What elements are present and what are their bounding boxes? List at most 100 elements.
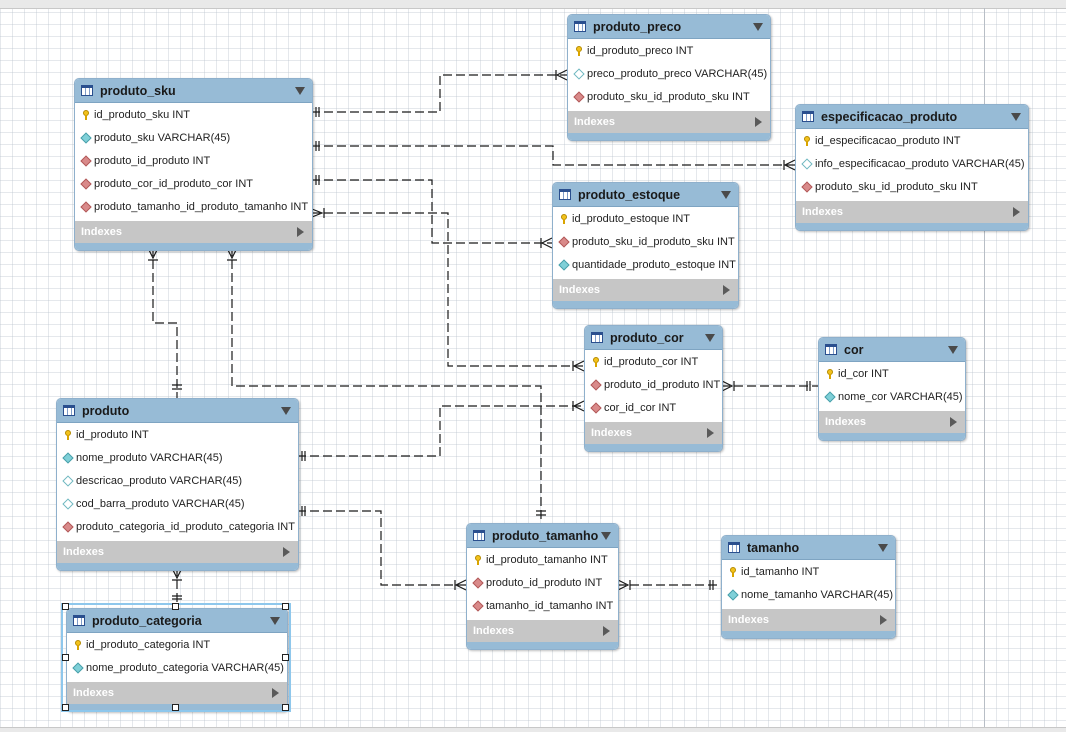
collapse-arrow-icon[interactable] [281,407,291,415]
column-row[interactable]: produto_sku VARCHAR(45) [75,126,312,149]
rel-produto-cor-line [297,405,584,457]
indexes-section[interactable]: Indexes [819,411,965,433]
many-marker [783,159,796,171]
table-produto_tamanho[interactable]: produto_tamanho id_produto_tamanho INT p… [466,523,619,650]
column-row[interactable]: produto_id_produto INT [467,571,618,594]
table-header[interactable]: produto [57,399,298,423]
collapse-arrow-icon[interactable] [753,23,763,31]
column-row[interactable]: cor_id_cor INT [585,396,722,419]
foreign-key-icon [79,154,92,167]
expand-arrow-icon[interactable] [603,626,610,636]
table-produto_cor[interactable]: produto_cor id_produto_cor INT produto_i… [584,325,723,452]
column-row[interactable]: quantidade_produto_estoque INT [553,253,738,276]
resize-handle-bottom-left[interactable] [62,704,69,711]
column-row[interactable]: nome_tamanho VARCHAR(45) [722,583,895,606]
expand-arrow-icon[interactable] [723,285,730,295]
column-row[interactable]: produto_id_produto INT [585,373,722,396]
table-header[interactable]: produto_preco [568,15,770,39]
column-row[interactable]: id_tamanho INT [722,560,895,583]
resize-handle-top[interactable] [172,603,179,610]
table-cor[interactable]: cor id_cor INT nome_cor VARCHAR(45) Inde… [818,337,966,441]
resize-handle-bottom-right[interactable] [282,704,289,711]
column-row[interactable]: id_produto_cor INT [585,350,722,373]
foreign-key-icon [589,378,602,391]
column-row[interactable]: info_especificacao_produto VARCHAR(45) [796,152,1028,175]
column-row[interactable]: preco_produto_preco VARCHAR(45) [568,62,770,85]
column-row[interactable]: produto_sku_id_produto_sku INT [553,230,738,253]
column-row[interactable]: id_cor INT [819,362,965,385]
table-produto[interactable]: produto id_produto INT nome_produto VARC… [56,398,299,571]
table-produto_preco[interactable]: produto_preco id_produto_preco INT preco… [567,14,771,141]
column-row[interactable]: id_produto_sku INT [75,103,312,126]
expand-arrow-icon[interactable] [283,547,290,557]
column-row[interactable]: id_produto_preco INT [568,39,770,62]
column-row[interactable]: nome_produto VARCHAR(45) [57,446,298,469]
collapse-arrow-icon[interactable] [705,334,715,342]
table-header[interactable]: produto_sku [75,79,312,103]
column-row[interactable]: produto_id_produto INT [75,149,312,172]
page-boundary-line [984,8,985,727]
expand-arrow-icon[interactable] [297,227,304,237]
table-especificacao_produto[interactable]: especificacao_produto id_especificacao_p… [795,104,1029,231]
column-row[interactable]: id_produto_estoque INT [553,207,738,230]
collapse-arrow-icon[interactable] [270,617,280,625]
column-row[interactable]: produto_cor_id_produto_cor INT [75,172,312,195]
resize-handle-right[interactable] [282,654,289,661]
column-row[interactable]: nome_cor VARCHAR(45) [819,385,965,408]
resize-handle-top-left[interactable] [62,603,69,610]
expand-arrow-icon[interactable] [272,688,279,698]
collapse-arrow-icon[interactable] [878,544,888,552]
table-header[interactable]: produto_tamanho [467,524,618,548]
expand-arrow-icon[interactable] [707,428,714,438]
table-produto_categoria[interactable]: produto_categoria id_produto_categoria I… [66,608,288,712]
indexes-section[interactable]: Indexes [553,279,738,301]
collapse-arrow-icon[interactable] [295,87,305,95]
indexes-label: Indexes [473,625,514,637]
column-row[interactable]: id_produto INT [57,423,298,446]
column-row[interactable]: id_produto_tamanho INT [467,548,618,571]
column-label: info_especificacao_produto VARCHAR(45) [815,157,1025,170]
indexes-section[interactable]: Indexes [568,111,770,133]
table-header[interactable]: produto_estoque [553,183,738,207]
column-row[interactable]: produto_categoria_id_produto_categoria I… [57,515,298,538]
resize-handle-left[interactable] [62,654,69,661]
table-icon [591,332,603,343]
column-row[interactable]: id_produto_categoria INT [67,633,287,656]
table-header[interactable]: produto_cor [585,326,722,350]
table-header[interactable]: tamanho [722,536,895,560]
column-row[interactable]: produto_sku_id_produto_sku INT [796,175,1028,198]
resize-handle-top-right[interactable] [282,603,289,610]
table-header[interactable]: especificacao_produto [796,105,1028,129]
expand-arrow-icon[interactable] [1013,207,1020,217]
indexes-section[interactable]: Indexes [585,422,722,444]
indexes-section[interactable]: Indexes [75,221,312,243]
table-produto_sku[interactable]: produto_sku id_produto_sku INT produto_s… [74,78,313,251]
table-header[interactable]: cor [819,338,965,362]
many-marker [572,360,585,372]
table-header[interactable]: produto_categoria [67,609,287,633]
column-row[interactable]: cod_barra_produto VARCHAR(45) [57,492,298,515]
indexes-section[interactable]: Indexes [67,682,287,704]
indexes-section[interactable]: Indexes [57,541,298,563]
indexes-section[interactable]: Indexes [722,609,895,631]
column-row[interactable]: produto_sku_id_produto_sku INT [568,85,770,108]
column-row[interactable]: tamanho_id_tamanho INT [467,594,618,617]
column-row[interactable]: id_especificacao_produto INT [796,129,1028,152]
table-tamanho[interactable]: tamanho id_tamanho INT nome_tamanho VARC… [721,535,896,639]
collapse-arrow-icon[interactable] [601,532,611,540]
expand-arrow-icon[interactable] [950,417,957,427]
collapse-arrow-icon[interactable] [721,191,731,199]
many-marker [171,567,183,581]
resize-handle-bottom[interactable] [172,704,179,711]
expand-arrow-icon[interactable] [880,615,887,625]
collapse-arrow-icon[interactable] [948,346,958,354]
column-row[interactable]: produto_tamanho_id_produto_tamanho INT [75,195,312,218]
table-name: produto_categoria [92,613,202,628]
collapse-arrow-icon[interactable] [1011,113,1021,121]
expand-arrow-icon[interactable] [755,117,762,127]
column-row[interactable]: descricao_produto VARCHAR(45) [57,469,298,492]
column-row[interactable]: nome_produto_categoria VARCHAR(45) [67,656,287,679]
indexes-section[interactable]: Indexes [796,201,1028,223]
indexes-section[interactable]: Indexes [467,620,618,642]
table-produto_estoque[interactable]: produto_estoque id_produto_estoque INT p… [552,182,739,309]
